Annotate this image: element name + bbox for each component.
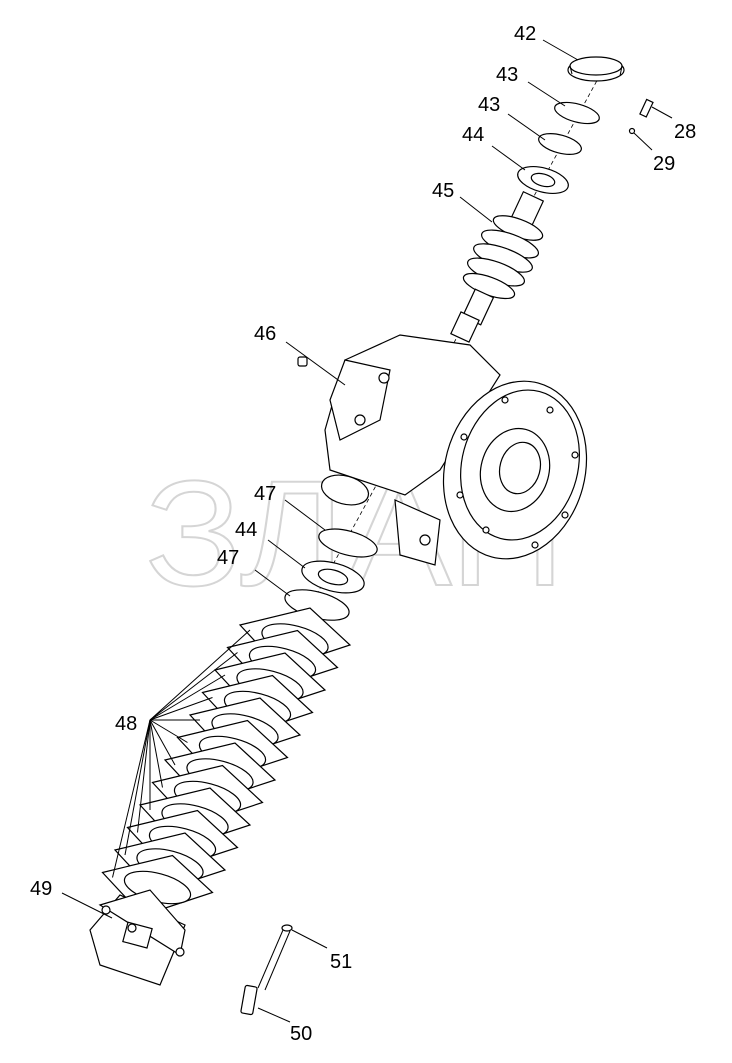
shim-leader: [149, 719, 188, 743]
callout-47-upper: 47: [254, 483, 276, 505]
callout-46: 46: [254, 323, 276, 345]
part-o-ring-47-upper: [318, 528, 378, 558]
part-shim-stack: [101, 607, 352, 917]
part-plug-46: [297, 356, 308, 367]
shim-leader: [149, 719, 163, 788]
part-washer-29: [628, 127, 636, 135]
part-cap: [567, 56, 625, 82]
callout-49: 49: [30, 878, 52, 900]
shim-leader: [149, 629, 251, 721]
shim-leader: [149, 719, 176, 766]
part-o-ring-lower: [538, 133, 582, 155]
callout-29: 29: [653, 153, 675, 175]
part-worm-shaft: [450, 190, 545, 343]
callout-28: 28: [674, 121, 696, 143]
callout-42: 42: [514, 23, 536, 45]
shim-leader: [149, 697, 213, 721]
callout-51: 51: [330, 951, 352, 973]
callout-43-upper: 43: [496, 64, 518, 86]
part-o-ring-upper: [554, 101, 600, 125]
shim-leader: [137, 719, 151, 833]
part-bearing-lower: [301, 560, 365, 594]
shim-leader: [124, 719, 151, 856]
callout-44-lower: 44: [235, 519, 257, 541]
part-motor-flange: [89, 889, 186, 986]
leader-lines: [61, 39, 673, 1023]
callout-48: 48: [115, 713, 137, 735]
callout-50: 50: [290, 1023, 312, 1045]
callout-47-lower: 47: [217, 547, 239, 569]
part-bolt-50: [240, 984, 258, 1016]
shim-leader: [112, 719, 151, 878]
part-bearing-upper: [517, 165, 569, 195]
part-bolt-28: [639, 98, 654, 118]
part-pin-51: [257, 924, 293, 991]
shim-leader: [149, 674, 226, 721]
shim-leader: [149, 652, 238, 721]
callout-44-upper: 44: [462, 124, 484, 146]
callout-43-lower: 43: [478, 94, 500, 116]
part-gear-housing: [320, 334, 588, 566]
callout-45: 45: [432, 180, 454, 202]
shim-leader-lines: [112, 629, 251, 878]
